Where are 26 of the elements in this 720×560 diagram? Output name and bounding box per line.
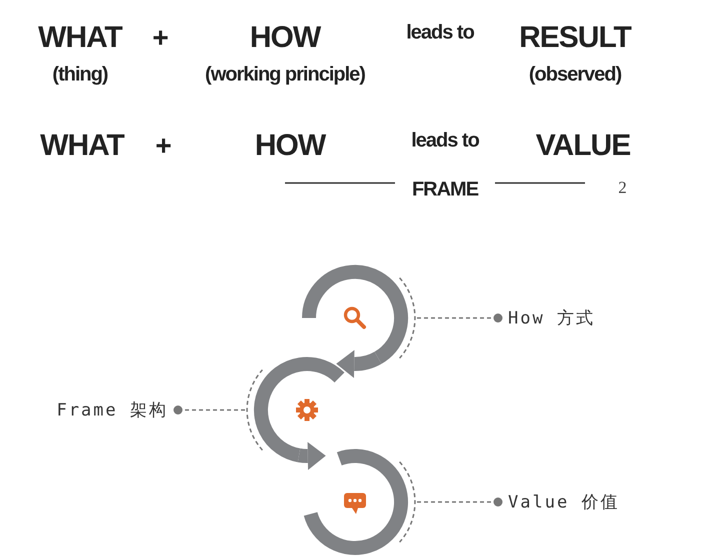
- callout-label: How 方式: [508, 306, 595, 330]
- diagram-text: (observed): [528, 64, 622, 86]
- diagram-text: (working principle): [205, 64, 365, 86]
- diagram-text: leads to: [411, 130, 479, 152]
- leader-line: [174, 406, 247, 414]
- leader-line: [415, 314, 502, 322]
- diagram-text: +: [155, 130, 171, 162]
- ring-arc: [304, 449, 408, 555]
- callout-label: Frame 架构: [56, 398, 168, 422]
- curved-arrow: [336, 350, 382, 378]
- diagram-text: RESULT: [519, 21, 631, 55]
- diagram-text: VALUE: [536, 129, 630, 163]
- diagram-text: HOW: [250, 21, 320, 55]
- diagram-text: WHAT: [38, 21, 122, 55]
- curved-arrow: [298, 442, 326, 470]
- diagram-text: (thing): [52, 64, 108, 86]
- leader-line: [415, 498, 502, 506]
- diagram-text: FRAME: [412, 178, 478, 202]
- diagram-text: HOW: [254, 129, 326, 163]
- ring-arc: [302, 265, 408, 364]
- diagram-text: 2: [618, 178, 626, 198]
- diagram-text: +: [152, 22, 168, 54]
- diagram-text: leads to: [406, 22, 474, 44]
- callout-label: Value 价值: [508, 490, 620, 514]
- ring-arc: [254, 357, 344, 462]
- diagram-text: WHAT: [40, 129, 124, 163]
